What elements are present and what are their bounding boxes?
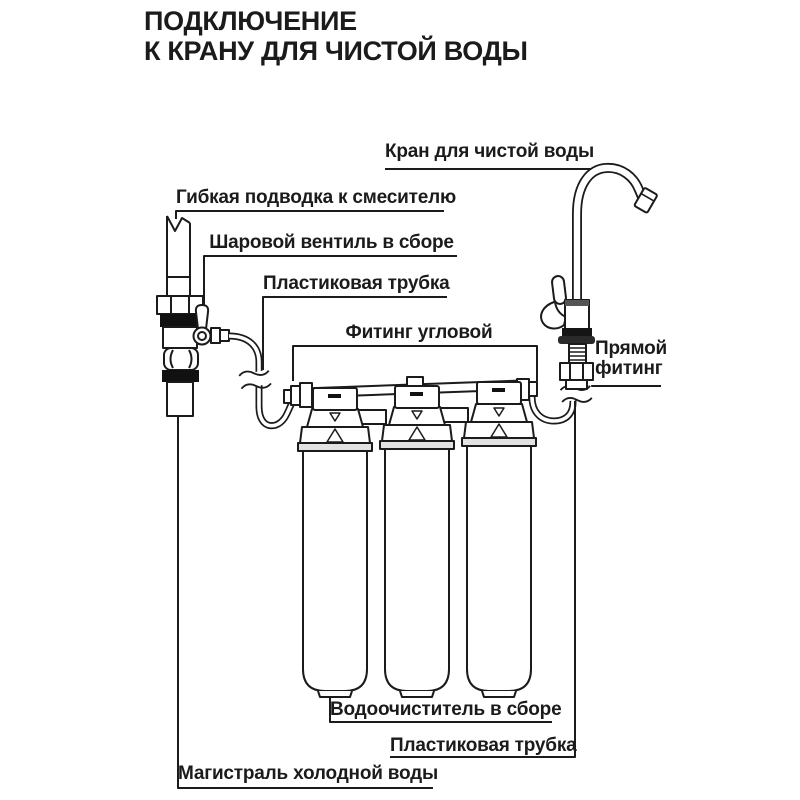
leader-plastic-tube-bottom: [390, 401, 576, 758]
leader-purifier: [329, 696, 552, 723]
filter-cartridge-2: [379, 385, 455, 698]
label-cold-water-main: Магистраль холодной воды: [178, 763, 439, 784]
title-line-2: К КРАНУ ДЛЯ ЧИСТОЙ ВОДЫ: [144, 36, 528, 66]
filter-unit: [297, 381, 537, 698]
title-line-1: ПОДКЛЮЧЕНИЕ: [144, 6, 357, 36]
label-ball-valve: Шаровой вентиль в сборе: [209, 232, 454, 253]
clean-water-faucet: [540, 162, 658, 390]
faucet-spout: [572, 162, 658, 303]
label-purifier-assembly: Водоочиститель в сборе: [330, 699, 562, 720]
valve-lever: [194, 304, 210, 330]
tube-break-left: [238, 369, 274, 390]
seal-band-upper: [160, 314, 200, 327]
leader-flexible-hose: [175, 210, 444, 219]
leader-cold-water-main: [177, 416, 433, 789]
faucet-body: [558, 299, 595, 344]
valve-body: [162, 326, 198, 349]
faucet-threaded-stem: [568, 343, 587, 364]
page-title: ПОДКЛЮЧЕНИЕ К КРАНУ ДЛЯ ЧИСТОЙ ВОДЫ: [144, 6, 528, 66]
filter-cartridge-1: [297, 387, 373, 698]
label-plastic-tube-top: Пластиковая трубка: [263, 273, 450, 294]
leader-elbow-fitting: [292, 345, 538, 381]
ball-valve-handle: [192, 304, 230, 346]
leader-ball-valve: [203, 255, 457, 306]
leader-plastic-tube-top: [262, 296, 447, 370]
cold-water-pipe-assembly: [156, 215, 204, 417]
elbow-fitting-left: [283, 382, 313, 408]
valve-outlet-nut: [210, 327, 221, 344]
faucet-handle: [540, 275, 567, 330]
leader-lines: [175, 168, 661, 789]
valve-pivot: [192, 326, 212, 346]
label-plastic-tube-bottom: Пластиковая трубка: [390, 735, 577, 756]
filter-cartridge-3: [461, 381, 537, 698]
pipe-break-notch: [166, 215, 191, 232]
pipe-walls: [166, 216, 191, 296]
seal-band-lower: [162, 370, 199, 382]
label-elbow-fitting: Фитинг угловой: [345, 322, 493, 343]
pipe-lower: [166, 381, 194, 417]
spout-tip: [633, 187, 658, 214]
union-nut: [163, 347, 199, 371]
label-straight-fitting: Прямой фитинг: [595, 338, 667, 379]
supply-tube-left: [228, 332, 296, 430]
straight-fitting: [559, 362, 594, 390]
label-flexible-hose: Гибкая подводка к смесителю: [176, 187, 456, 208]
label-clean-water-tap: Кран для чистой воды: [385, 141, 594, 162]
